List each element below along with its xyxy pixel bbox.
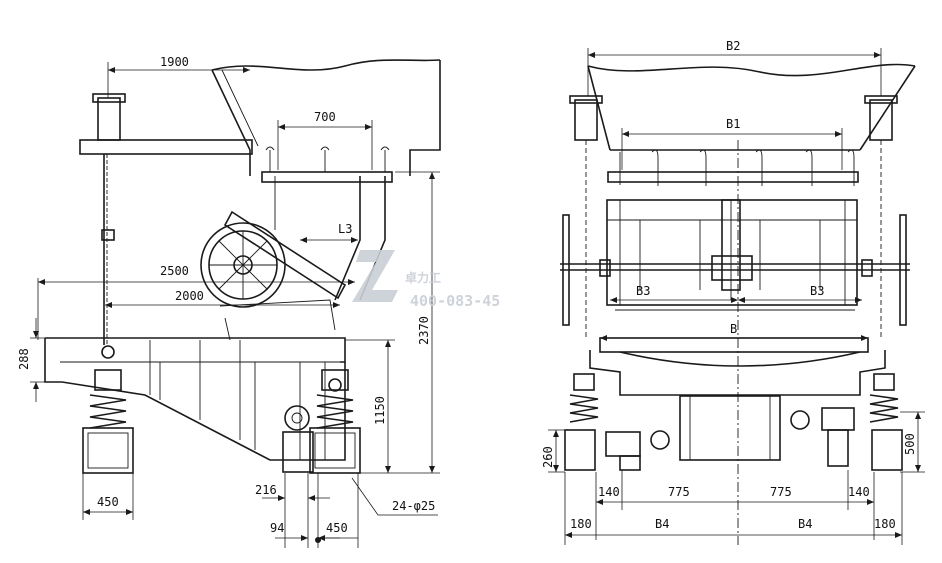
front-dimensions: B2 B1 B3 B3 B 260 500 xyxy=(541,39,925,545)
dim-500: 500 xyxy=(903,433,917,455)
dim-775-right: 775 xyxy=(770,485,792,499)
dim-2370: 2370 xyxy=(417,316,431,345)
dim-288: 288 xyxy=(17,348,31,370)
front-spring-right xyxy=(869,373,903,471)
dim-B4-left: B4 xyxy=(655,517,669,531)
watermark-logo-icon xyxy=(352,250,398,302)
front-view: B2 B1 B3 B3 B 260 500 xyxy=(541,39,925,545)
front-shaft xyxy=(560,214,910,326)
dim-140-right: 140 xyxy=(848,485,870,499)
side-top-frame xyxy=(79,93,393,183)
front-spring-left xyxy=(564,373,599,471)
dim-216: 216 xyxy=(255,483,277,497)
dim-450-right: 450 xyxy=(326,521,348,535)
dim-B1: B1 xyxy=(726,117,740,131)
side-motor xyxy=(282,405,314,473)
dim-140-left: 140 xyxy=(598,485,620,499)
dim-1900: 1900 xyxy=(160,55,189,69)
side-view: 1900 700 L3 2500 2000 288 xyxy=(17,55,441,548)
front-hooks xyxy=(607,149,859,186)
dim-94: 94 xyxy=(270,521,284,535)
dim-1150: 1150 xyxy=(373,396,387,425)
front-frame-box xyxy=(606,199,858,306)
dim-700: 700 xyxy=(314,110,336,124)
dim-L3: L3 xyxy=(338,222,352,236)
dim-2000: 2000 xyxy=(175,289,204,303)
dim-180-right: 180 xyxy=(874,517,896,531)
dim-B3-right: B3 xyxy=(810,284,824,298)
side-trough xyxy=(44,337,346,461)
side-hopper xyxy=(211,59,441,301)
side-hanger xyxy=(101,154,115,345)
dim-450-left: 450 xyxy=(97,495,119,509)
side-spring-right xyxy=(309,369,361,474)
dim-B4-right: B4 xyxy=(798,517,812,531)
dim-2500: 2500 xyxy=(160,264,189,278)
front-motor xyxy=(605,395,855,471)
dim-260: 260 xyxy=(541,446,555,468)
dim-775-left: 775 xyxy=(668,485,690,499)
dim-B3-left: B3 xyxy=(636,284,650,298)
front-hopper xyxy=(587,63,916,151)
dim-180-left: 180 xyxy=(570,517,592,531)
dim-holes: 24-φ25 xyxy=(392,499,435,513)
front-trough xyxy=(589,309,886,396)
watermark-phone: 400-083-45 xyxy=(410,292,500,310)
watermark: 卓力工 400-083-45 xyxy=(352,250,500,310)
watermark-brand: 卓力工 xyxy=(405,270,441,285)
front-brackets xyxy=(569,95,898,340)
side-exciter-wheel xyxy=(200,210,347,341)
side-spring-left xyxy=(82,345,134,474)
dim-B: B xyxy=(730,322,737,336)
side-dimensions: 1900 700 L3 2500 2000 288 xyxy=(17,55,440,548)
dim-B2: B2 xyxy=(726,39,740,53)
